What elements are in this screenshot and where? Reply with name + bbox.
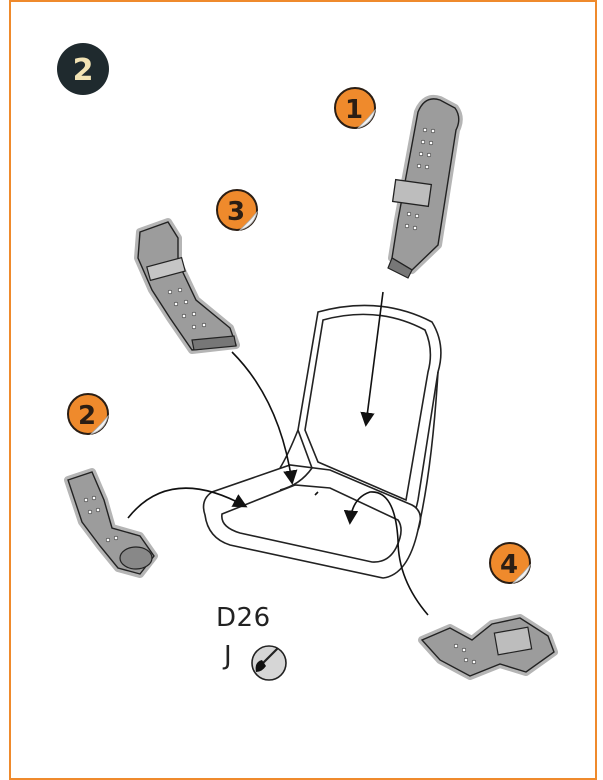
paint-brush-icon — [251, 645, 287, 681]
assembly-arrows — [127, 291, 429, 616]
callout-number: 4 — [500, 550, 518, 580]
part-4-buckle-assembly — [418, 614, 558, 680]
step-number: 2 — [73, 53, 94, 88]
callout-number: 1 — [345, 95, 363, 125]
callout-number: 3 — [227, 197, 245, 227]
callout-4: 4 — [489, 542, 531, 584]
callout-number: 2 — [78, 401, 96, 431]
paint-color-code: J — [224, 641, 232, 671]
part-2-buckle-strap — [64, 468, 158, 578]
page-border — [9, 0, 597, 780]
part-3-lap-strap — [134, 218, 240, 354]
callout-3: 3 — [216, 189, 258, 231]
arrow-part-4 — [343, 491, 429, 616]
callout-2: 2 — [67, 393, 109, 435]
step-badge: 2 — [57, 43, 109, 95]
paint-part-code: D26 — [216, 603, 271, 633]
callout-1: 1 — [334, 87, 376, 129]
arrow-part-3-secondary — [314, 491, 319, 496]
arrow-part-1 — [360, 291, 384, 427]
arrow-part-3 — [231, 351, 298, 485]
part-1-shoulder-strap — [387, 94, 463, 279]
arrow-part-2 — [127, 487, 248, 519]
